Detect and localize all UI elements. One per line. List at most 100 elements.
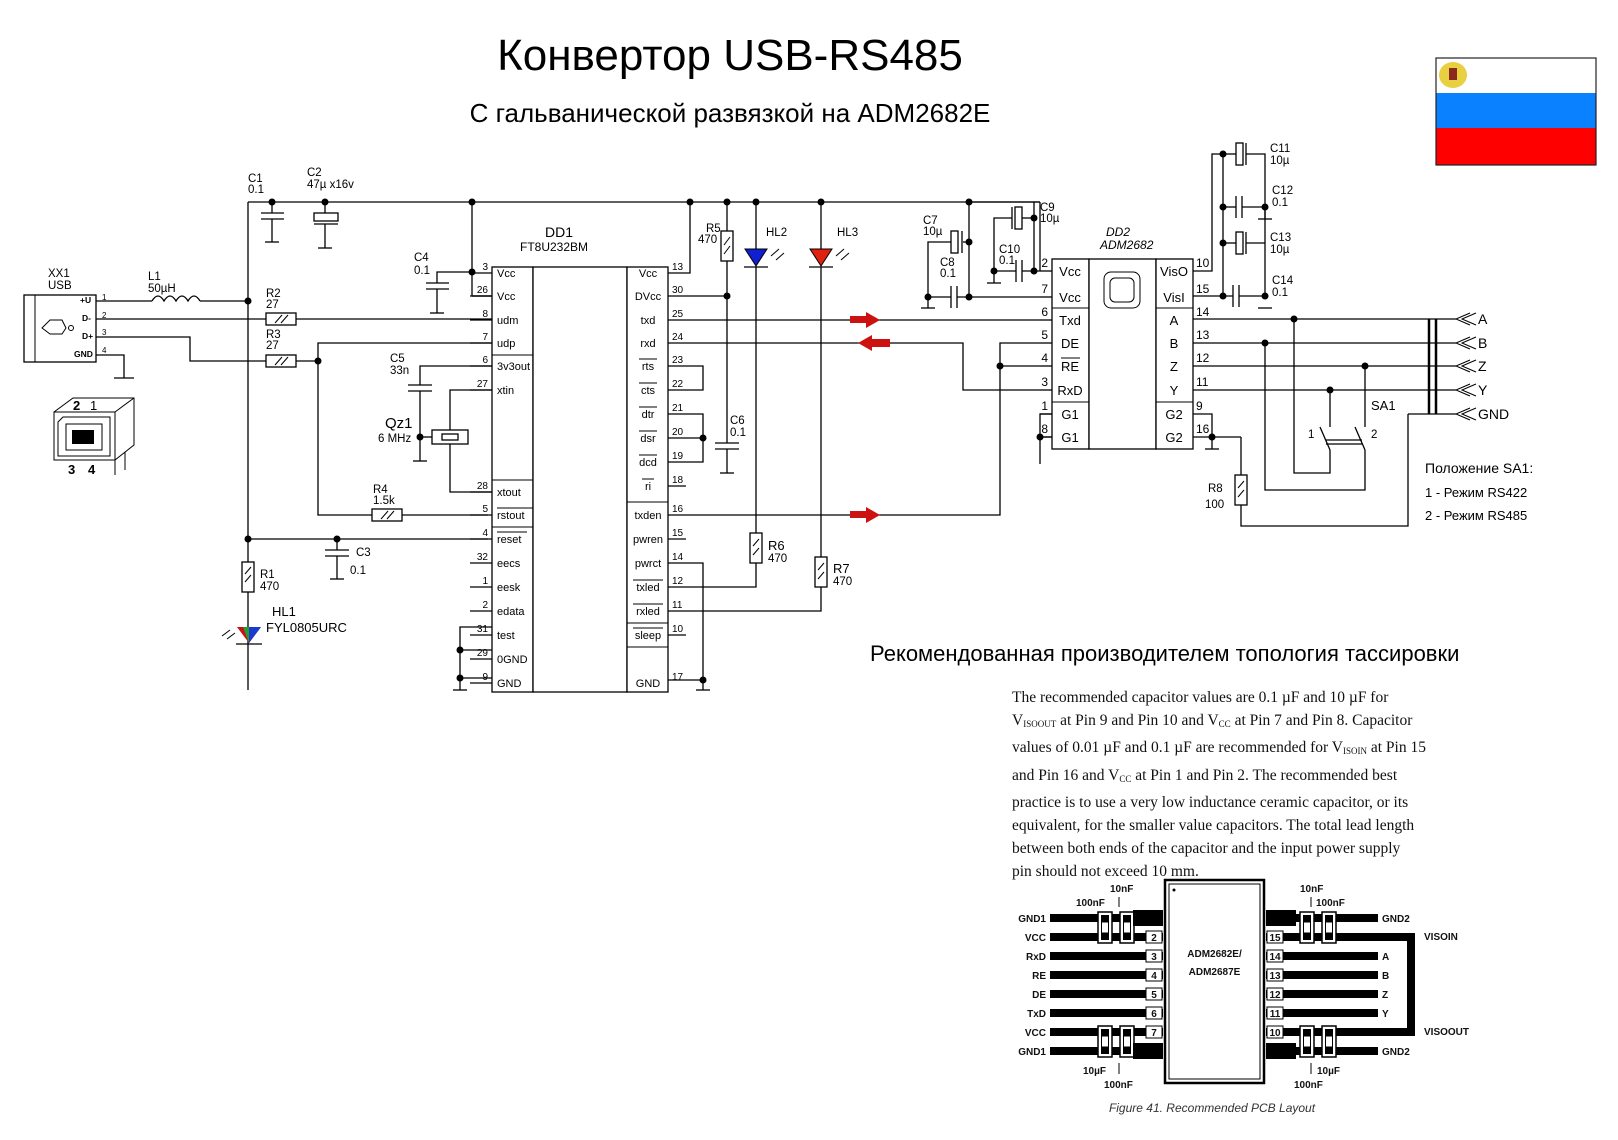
light-emission-icon	[222, 630, 235, 639]
dd2-ref: DD2	[1106, 225, 1130, 239]
pin-name: Vcc	[639, 268, 658, 280]
light-emission-icon	[836, 249, 849, 260]
txden-arrow-icon	[850, 507, 880, 523]
pin-name: txd	[641, 315, 656, 327]
pin-number: 13	[1196, 328, 1210, 342]
dd2-part: ADM2682	[1099, 238, 1154, 252]
r8-value: 100	[1205, 499, 1224, 511]
resistor-r8: R8 100	[1205, 414, 1408, 526]
pin-number: 12	[672, 576, 684, 587]
pin-number: 5	[482, 504, 488, 515]
qz1-ref: Qz1	[385, 415, 413, 432]
hl3-ref: HL3	[837, 227, 858, 239]
signal-lines	[668, 320, 1040, 515]
pin-number: 3	[482, 262, 488, 273]
layout-heading: Рекомендованная производителем топология…	[870, 641, 1459, 666]
tx-arrow-icon	[850, 312, 880, 328]
pin-number: 16	[1196, 422, 1210, 436]
pin-number: 32	[477, 552, 489, 563]
r1-value: 470	[260, 581, 279, 593]
r5-value: 470	[698, 234, 717, 246]
sa1-legend: Положение SA1: 1 - Режим RS422 2 - Режим…	[1425, 460, 1533, 523]
resistor-r4: R4 1.5k	[372, 484, 402, 521]
pin-number: 4	[1041, 351, 1048, 365]
pin-number: 2	[1041, 256, 1048, 270]
socket-pin-label: 2	[73, 398, 80, 413]
sa1-pos1: 1	[1308, 429, 1314, 441]
c13-ref: C13	[1270, 232, 1291, 244]
terminal-b: B	[1456, 335, 1487, 351]
pin-number: 3	[1041, 375, 1048, 389]
paragraph-line: pin should not exceed 10 mm.	[1012, 860, 1482, 883]
c5-value: 33n	[390, 365, 409, 377]
r7-ref: R7	[833, 561, 850, 576]
pin-name: Y	[1170, 383, 1179, 398]
layout-paragraph: The recommended capacitor values are 0.1…	[1012, 686, 1482, 884]
pin-name: sleep	[635, 630, 661, 642]
pin-number: 6	[482, 355, 488, 366]
r2-value: 27	[266, 299, 279, 311]
usb-pin-name: +U	[80, 295, 91, 305]
c11-ref: C11	[1270, 143, 1290, 155]
pin-name: RxD	[1057, 383, 1082, 398]
pin-name: G2	[1165, 407, 1182, 422]
c3-ref: C3	[356, 547, 371, 559]
hl2-ref: HL2	[766, 227, 787, 239]
pin-number: 7	[482, 332, 488, 343]
capacitor-c3: C3 0.1	[325, 539, 371, 579]
pin-number: 14	[1196, 305, 1210, 319]
c6-value: 0.1	[730, 427, 746, 439]
usb-pin-name: D-	[82, 313, 91, 323]
usb-connector-xx1: XX1 USB +U D- D+ GND 1 2 3 4	[24, 268, 107, 362]
r6-value: 470	[768, 553, 787, 565]
pin-number: 1	[1041, 399, 1048, 413]
pin-number: 27	[477, 379, 489, 390]
c12-ref: C12	[1272, 185, 1293, 197]
pin-name: edata	[497, 606, 525, 618]
led-hl2: HL2	[744, 202, 787, 533]
pin-number: 20	[672, 427, 684, 438]
c14-ref: C14	[1272, 275, 1294, 287]
pin-name: pwren	[633, 534, 663, 546]
usb-b-socket-drawing: 2 1 3 4	[54, 398, 134, 477]
pin-name: xtout	[497, 487, 521, 499]
inductor-l1: L1 50µH	[148, 271, 176, 295]
sa1-legend-title: Положение SA1:	[1425, 460, 1533, 476]
pin-name: pwrct	[635, 558, 661, 570]
pin-number: 15	[672, 528, 684, 539]
pin-name: DE	[1061, 336, 1079, 351]
terminal-y: Y	[1456, 382, 1488, 398]
pin-name: G1	[1061, 407, 1078, 422]
pin-number: 10	[1196, 256, 1210, 270]
pin-name: G2	[1165, 430, 1182, 445]
pin-number: 17	[672, 672, 684, 683]
pin-name: cts	[641, 385, 656, 397]
switch-sa1[interactable]: SA1 1 2	[1265, 319, 1396, 490]
sa1-ref: SA1	[1371, 398, 1396, 413]
paragraph-line: values of 0.01 µF and 0.1 µF are recomme…	[1012, 736, 1482, 763]
pin-number: 5	[1041, 328, 1048, 342]
sa1-legend-item: 2 - Режим RS485	[1425, 508, 1527, 523]
pin-number: 14	[672, 552, 684, 563]
pin-name: GND	[636, 678, 661, 690]
pin-number: 26	[477, 285, 489, 296]
led-hl3: HL3	[809, 202, 858, 557]
pin-number: 15	[1196, 282, 1210, 296]
pin-number: 6	[1041, 305, 1048, 319]
crystal-qz1: Qz1 6 MHz	[378, 390, 492, 492]
sa1-legend-item: 1 - Режим RS422	[1425, 485, 1527, 500]
c11-value: 10µ	[1270, 155, 1290, 167]
terminal-label: B	[1478, 335, 1487, 351]
pin-name: test	[497, 630, 515, 642]
c5-ref: C5	[390, 353, 405, 365]
pin-name: rts	[642, 361, 655, 373]
capacitor-c1: C1 0.1	[248, 173, 284, 242]
pin-name: eecs	[497, 558, 521, 570]
led-hl1: HL1 FYL0805URC	[222, 604, 347, 644]
pin-number: 8	[482, 309, 488, 320]
capacitor-c6: C6 0.1	[715, 415, 746, 473]
pin-name: txden	[635, 510, 662, 522]
terminal-label: A	[1478, 311, 1488, 327]
pin-name: rstout	[497, 510, 525, 522]
light-emission-icon	[771, 249, 784, 260]
